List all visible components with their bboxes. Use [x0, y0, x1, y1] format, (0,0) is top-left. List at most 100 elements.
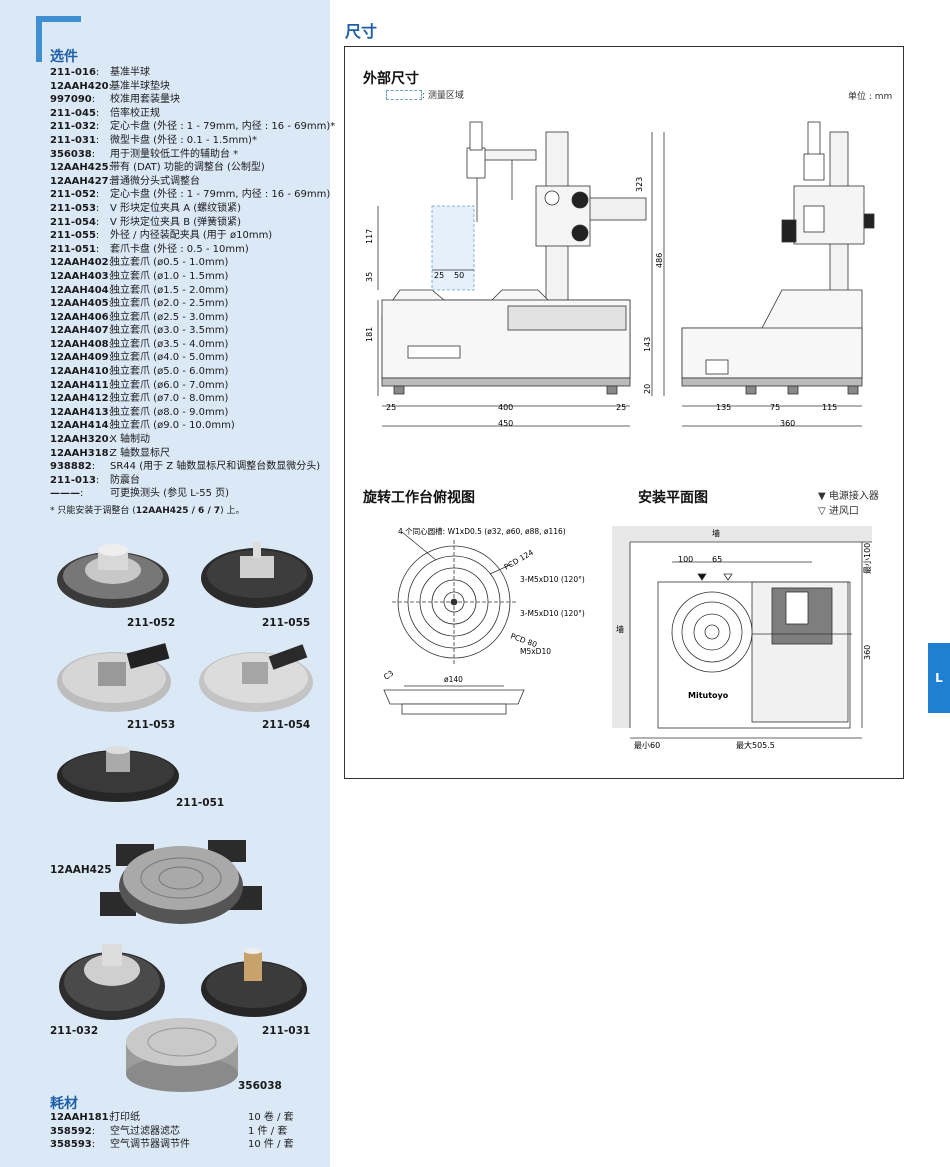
- install-dim-360: 360: [863, 645, 872, 660]
- consumables-title: 耗材: [50, 1096, 78, 1112]
- label-211-052: 211-052: [127, 617, 176, 629]
- option-code: 12AAH405: [50, 298, 109, 310]
- measure-area-swatch: [386, 90, 422, 100]
- consumable-sep: :: [108, 1112, 113, 1123]
- option-sep: :: [108, 298, 113, 310]
- m5-label-c: M5xD10: [520, 647, 551, 656]
- option-desc: 防震台: [110, 474, 140, 486]
- dim-115: 115: [822, 403, 837, 412]
- label-12AAH425: 12AAH425: [50, 864, 112, 876]
- option-code: 211-051: [50, 243, 96, 255]
- option-code: 211-052: [50, 189, 96, 201]
- footnote-suffix: ) 上。: [220, 506, 245, 516]
- option-sep: :: [95, 107, 100, 119]
- option-row: 356038:用于测量较低工件的辅助台 *: [50, 148, 330, 162]
- option-row: 211-054:V 形块定位夹具 B (弹簧锁紧): [50, 216, 330, 230]
- install-min-60: 最小60: [634, 741, 660, 750]
- footnote-models: 12AAH425 / 6 / 7: [135, 506, 221, 516]
- dim-360-side: 360: [780, 419, 795, 428]
- option-row: 12AAH411:独立套爪 (ø6.0 - 7.0mm): [50, 379, 330, 393]
- option-desc: 定心卡盘 (外径 : 1 - 79mm, 内径 : 16 - 69mm)*: [110, 121, 336, 133]
- option-sep: :: [108, 325, 113, 337]
- option-desc: 独立套爪 (ø1.0 - 1.5mm): [110, 270, 229, 282]
- option-row: 211-013:防震台: [50, 474, 330, 488]
- option-sep: :: [95, 121, 100, 133]
- wall-left-label: 墙: [616, 624, 624, 634]
- option-desc: 可更换测头 (参见 L-55 页): [110, 488, 230, 500]
- rotary-grooves-label: 4 个同心圆槽: W1xD0.5 (ø32, ø60, ø88, ø116): [398, 526, 566, 536]
- option-row: 12AAH405:独立套爪 (ø2.0 - 2.5mm): [50, 297, 330, 311]
- option-sep: :: [91, 148, 96, 160]
- option-desc: 定心卡盘 (外径 : 1 - 79mm, 内径 : 16 - 69mm): [110, 189, 331, 201]
- option-desc: 微型卡盘 (外径 : 0.1 - 1.5mm)*: [110, 134, 257, 146]
- option-code: 938882: [50, 461, 92, 473]
- rotary-table-title: 旋转工作台俯视图: [363, 490, 475, 506]
- option-code: 211-055: [50, 230, 96, 242]
- consumable-desc: 空气调节器调节件: [110, 1139, 190, 1151]
- option-sep: :: [108, 80, 113, 92]
- option-desc: 独立套爪 (ø2.5 - 3.0mm): [110, 311, 229, 323]
- measure-area-label: : 测量区域: [422, 91, 464, 101]
- option-sep: :: [95, 230, 100, 242]
- option-row: 12AAH410:独立套爪 (ø5.0 - 6.0mm): [50, 365, 330, 379]
- dimensions-frame: [344, 46, 904, 779]
- label-211-053: 211-053: [127, 719, 176, 731]
- photo-12AAH425: [100, 840, 262, 924]
- legend-power: ▼ 电源接入器: [818, 491, 879, 502]
- pcd124-label: PCD 124: [503, 548, 536, 572]
- option-desc: 独立套爪 (ø9.0 - 10.0mm): [110, 420, 235, 432]
- photo-211-031: [201, 948, 307, 1017]
- corner-mark: [36, 16, 81, 62]
- photo-211-055: [201, 542, 313, 608]
- option-row: 12AAH414:独立套爪 (ø9.0 - 10.0mm): [50, 419, 330, 433]
- option-row: 211-045:倍率校正规: [50, 107, 330, 121]
- option-row: 211-032:定心卡盘 (外径 : 1 - 79mm, 内径 : 16 - 6…: [50, 120, 335, 134]
- option-row: 12AAH318:Z 轴数显标尺: [50, 447, 330, 461]
- option-desc: 独立套爪 (ø8.0 - 9.0mm): [110, 406, 229, 418]
- options-title: 选件: [50, 49, 78, 65]
- option-row: 938882:SR44 (用于 Z 轴数显标尺和调整台数显微分头): [50, 460, 330, 474]
- photo-211-053: [57, 643, 171, 712]
- option-desc: 校准用套装量块: [110, 94, 180, 106]
- option-sep: :: [95, 67, 100, 78]
- option-code: 12AAH408: [50, 338, 109, 350]
- dim-75: 75: [770, 403, 780, 412]
- option-desc: 外径 / 内径装配夹具 (用于 ø10mm): [110, 230, 273, 242]
- option-code: 12AAH413: [50, 406, 109, 418]
- option-desc: 独立套爪 (ø0.5 - 1.0mm): [110, 257, 229, 269]
- page-title: 尺寸: [345, 22, 378, 41]
- option-code: 12AAH318: [50, 447, 109, 459]
- option-desc: V 形块定位夹具 A (螺纹锁紧): [110, 202, 242, 214]
- consumable-qty: 10 件 / 套: [248, 1139, 294, 1151]
- legend-air: ▽ 进风口: [818, 506, 859, 517]
- option-desc: 独立套爪 (ø2.0 - 2.5mm): [110, 298, 229, 310]
- option-desc: 独立套爪 (ø1.5 - 2.0mm): [110, 284, 229, 296]
- brand-logo: Mitutoyo: [688, 691, 729, 700]
- option-desc: 用于测量较低工件的辅助台 *: [110, 148, 239, 160]
- consumable-sep: :: [91, 1125, 96, 1137]
- consumable-qty: 10 卷 / 套: [248, 1112, 294, 1123]
- option-desc: 带有 (DAT) 功能的调整台 (公制型): [110, 162, 265, 174]
- options-footnote: * 只能安装于调整台 (12AAH425 / 6 / 7) 上。: [50, 503, 330, 516]
- option-row: 12AAH425:带有 (DAT) 功能的调整台 (公制型): [50, 161, 330, 175]
- option-code: 211-054: [50, 216, 96, 228]
- installation-title: 安装平面图: [638, 490, 708, 506]
- section-tab-l[interactable]: L: [928, 643, 950, 713]
- consumable-sep: :: [91, 1139, 96, 1151]
- option-code: 12AAH425: [50, 162, 109, 174]
- option-code: 12AAH427: [50, 175, 109, 187]
- option-row: 12AAH427:普通微分头式调整台: [50, 175, 330, 189]
- option-code: 12AAH406: [50, 311, 109, 323]
- option-sep: :: [91, 461, 96, 473]
- option-sep: :: [108, 352, 113, 364]
- option-desc: V 形块定位夹具 B (弹簧锁紧): [110, 216, 242, 228]
- dim-400: 400: [498, 403, 513, 412]
- option-desc: 普通微分头式调整台: [110, 175, 200, 187]
- option-code: 211-013: [50, 474, 96, 486]
- option-row: 12AAH404:独立套爪 (ø1.5 - 2.0mm): [50, 284, 330, 298]
- option-code: 12AAH320: [50, 434, 109, 446]
